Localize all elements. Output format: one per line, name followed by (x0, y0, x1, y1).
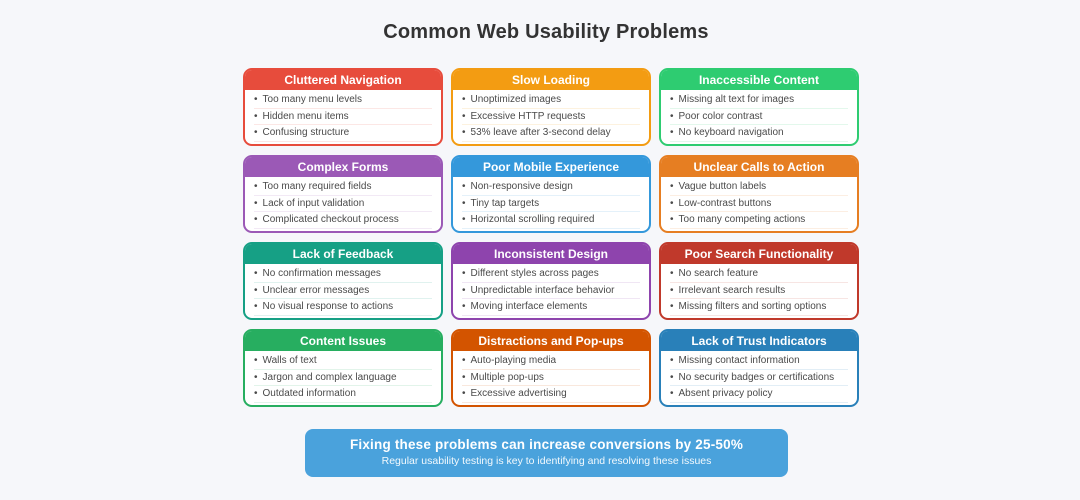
problem-card-title: Poor Search Functionality (661, 244, 857, 264)
problem-item: Unoptimized images (462, 92, 640, 109)
problem-item: No confirmation messages (254, 266, 432, 283)
problem-item: Low-contrast buttons (670, 196, 848, 212)
banner-headline: Fixing these problems can increase conve… (349, 437, 744, 452)
problem-card-list: Too many required fieldsLack of input va… (245, 177, 441, 229)
problem-item: Missing filters and sorting options (670, 299, 848, 316)
problem-card: Inconsistent Design Different styles acr… (451, 242, 651, 320)
problem-card-list: Auto-playing mediaMultiple pop-upsExcess… (453, 351, 649, 403)
problem-item: Non-responsive design (462, 179, 640, 196)
problem-card: Poor Mobile Experience Non-responsive de… (451, 155, 651, 233)
problem-card: Unclear Calls to Action Vague button lab… (659, 155, 859, 233)
problem-card-title: Cluttered Navigation (245, 70, 441, 90)
problem-item: Too many competing actions (670, 212, 848, 229)
problem-card-title: Distractions and Pop-ups (453, 331, 649, 351)
problem-card-list: Too many menu levelsHidden menu itemsCon… (245, 90, 441, 142)
problem-item: Auto-playing media (462, 353, 640, 370)
problem-item: Walls of text (254, 353, 432, 370)
problem-card-title: Poor Mobile Experience (453, 157, 649, 177)
problem-card: Content Issues Walls of textJargon and c… (243, 329, 443, 407)
problem-card-title: Complex Forms (245, 157, 441, 177)
problem-item: Too many menu levels (254, 92, 432, 109)
problem-card: Lack of Trust Indicators Missing contact… (659, 329, 859, 407)
problem-card: Distractions and Pop-ups Auto-playing me… (451, 329, 651, 407)
problem-card: Cluttered Navigation Too many menu level… (243, 68, 443, 146)
problem-card-list: Different styles across pagesUnpredictab… (453, 264, 649, 316)
problem-card: Complex Forms Too many required fieldsLa… (243, 155, 443, 233)
conclusion-banner: Fixing these problems can increase conve… (305, 429, 788, 477)
problem-item: Lack of input validation (254, 196, 432, 212)
page-title: Common Web Usability Problems (383, 21, 709, 43)
problem-item: Excessive advertising (462, 386, 640, 403)
problem-item: Vague button labels (670, 179, 848, 196)
problems-grid: Cluttered Navigation Too many menu level… (243, 68, 859, 407)
problem-item: Different styles across pages (462, 266, 640, 283)
problem-card-title: Content Issues (245, 331, 441, 351)
problem-item: Jargon and complex language (254, 370, 432, 386)
problem-item: Absent privacy policy (670, 386, 848, 403)
problem-card-list: Vague button labelsLow-contrast buttonsT… (661, 177, 857, 229)
problem-item: No security badges or certifications (670, 370, 848, 386)
problem-card-title: Lack of Feedback (245, 244, 441, 264)
problem-item: Unpredictable interface behavior (462, 283, 640, 299)
problem-item: Tiny tap targets (462, 196, 640, 212)
problem-card-list: Non-responsive designTiny tap targetsHor… (453, 177, 649, 229)
problem-item: Confusing structure (254, 125, 432, 142)
problem-card-list: No search featureIrrelevant search resul… (661, 264, 857, 316)
problem-card-title: Slow Loading (453, 70, 649, 90)
banner-subtext: Regular usability testing is key to iden… (381, 455, 712, 467)
problem-item: 53% leave after 3-second delay (462, 125, 640, 142)
problem-item: Irrelevant search results (670, 283, 848, 299)
problem-item: Excessive HTTP requests (462, 109, 640, 125)
problem-card-title: Inconsistent Design (453, 244, 649, 264)
problem-item: Hidden menu items (254, 109, 432, 125)
problem-item: Outdated information (254, 386, 432, 403)
problem-item: No keyboard navigation (670, 125, 848, 142)
problem-card-title: Lack of Trust Indicators (661, 331, 857, 351)
problem-item: Missing contact information (670, 353, 848, 370)
problem-item: Horizontal scrolling required (462, 212, 640, 229)
problem-item: No search feature (670, 266, 848, 283)
problem-card-title: Unclear Calls to Action (661, 157, 857, 177)
problem-item: Moving interface elements (462, 299, 640, 316)
problem-card: Slow Loading Unoptimized imagesExcessive… (451, 68, 651, 146)
problem-item: Too many required fields (254, 179, 432, 196)
problem-card-list: Missing alt text for imagesPoor color co… (661, 90, 857, 142)
problem-card: Inaccessible Content Missing alt text fo… (659, 68, 859, 146)
problem-card: Poor Search Functionality No search feat… (659, 242, 859, 320)
problem-item: Missing alt text for images (670, 92, 848, 109)
problem-item: Multiple pop-ups (462, 370, 640, 386)
problem-card-title: Inaccessible Content (661, 70, 857, 90)
problem-card-list: Walls of textJargon and complex language… (245, 351, 441, 403)
problem-item: Poor color contrast (670, 109, 848, 125)
problem-item: No visual response to actions (254, 299, 432, 316)
problem-card-list: Missing contact informationNo security b… (661, 351, 857, 403)
problem-card-list: No confirmation messagesUnclear error me… (245, 264, 441, 316)
problem-card-list: Unoptimized imagesExcessive HTTP request… (453, 90, 649, 142)
problem-item: Complicated checkout process (254, 212, 432, 229)
problem-item: Unclear error messages (254, 283, 432, 299)
problem-card: Lack of Feedback No confirmation message… (243, 242, 443, 320)
